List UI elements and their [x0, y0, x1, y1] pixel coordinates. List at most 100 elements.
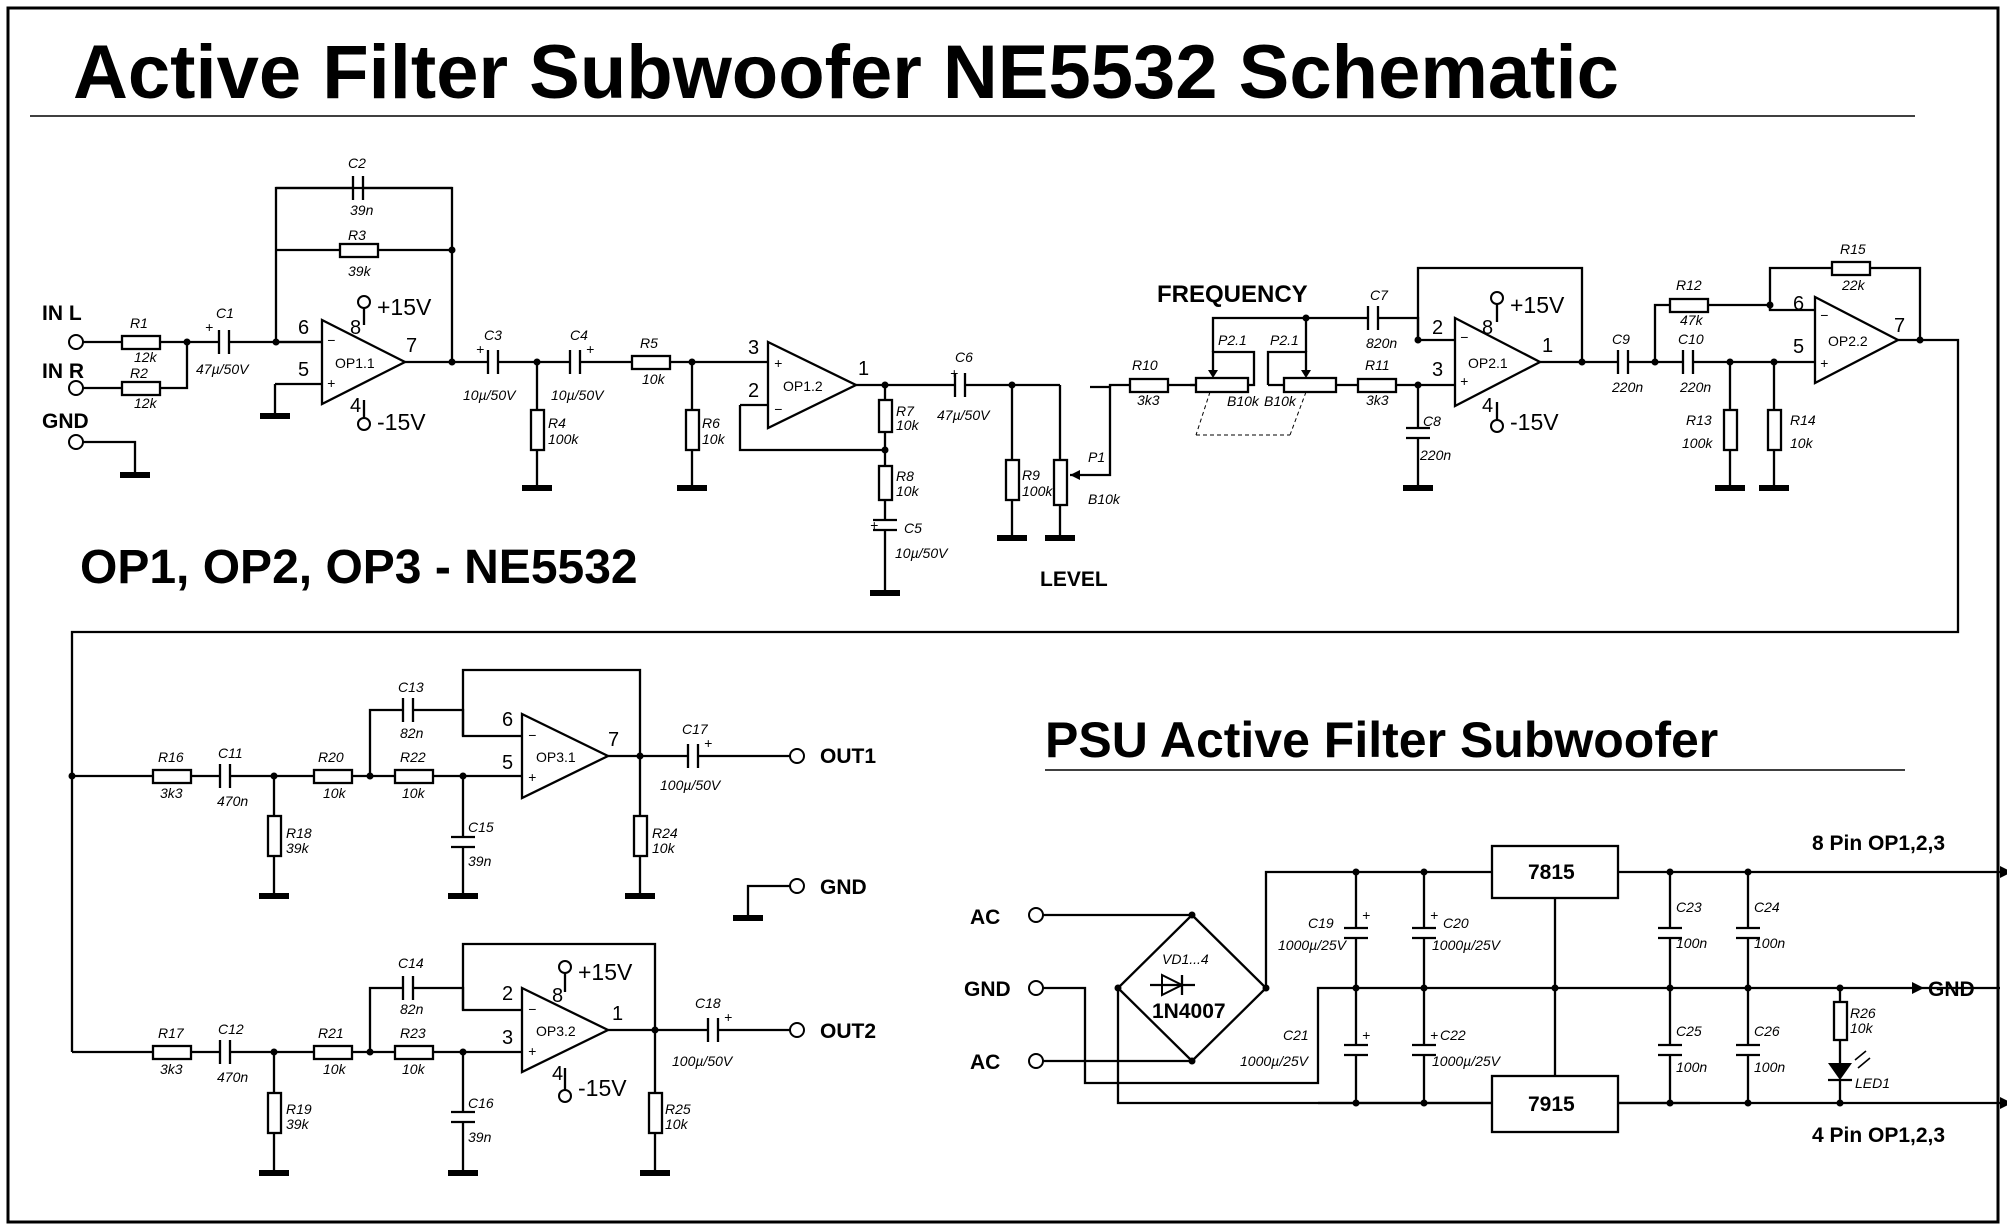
- svg-text:+: +: [586, 341, 594, 357]
- r3: [338, 242, 380, 259]
- svg-text:C8: C8: [1423, 413, 1441, 429]
- svg-text:39n: 39n: [468, 1129, 492, 1145]
- svg-text:5: 5: [1793, 336, 1804, 358]
- r7: [877, 398, 894, 434]
- svg-text:+: +: [1460, 373, 1468, 389]
- svg-text:+15V: +15V: [377, 294, 432, 320]
- svg-text:VD1...4: VD1...4: [1162, 951, 1209, 967]
- svg-text:3k3: 3k3: [1137, 392, 1160, 408]
- svg-text:+: +: [476, 341, 484, 357]
- svg-text:R17: R17: [158, 1025, 185, 1041]
- svg-text:2: 2: [502, 983, 513, 1005]
- frame: [6, 6, 2000, 1224]
- svg-text:100µ/50V: 100µ/50V: [672, 1053, 734, 1069]
- svg-text:C6: C6: [955, 349, 973, 365]
- svg-text:10k: 10k: [896, 417, 920, 433]
- svg-text:+15V: +15V: [578, 959, 633, 985]
- svg-text:LED1: LED1: [1855, 1075, 1890, 1091]
- svg-text:+: +: [528, 769, 536, 785]
- svg-text:100n: 100n: [1676, 1059, 1707, 1075]
- op2-1: [1453, 316, 1543, 408]
- svg-text:R3: R3: [348, 227, 366, 243]
- svg-text:1000µ/25V: 1000µ/25V: [1240, 1053, 1310, 1069]
- level-label: LEVEL: [1040, 568, 1108, 591]
- svg-text:C9: C9: [1612, 331, 1630, 347]
- svg-text:R6: R6: [702, 415, 720, 431]
- svg-text:C3: C3: [484, 327, 502, 343]
- svg-text:R8: R8: [896, 468, 914, 484]
- svg-text:10k: 10k: [402, 785, 426, 801]
- pin4-label: 4 Pin OP1,2,3: [1812, 1124, 1945, 1147]
- svg-text:R16: R16: [158, 749, 184, 765]
- gnd-label-in: GND: [42, 410, 89, 433]
- svg-text:1: 1: [1542, 335, 1553, 357]
- svg-text:+: +: [870, 517, 878, 533]
- r6: [684, 408, 701, 452]
- svg-text:6: 6: [1793, 293, 1804, 315]
- reg-7915: [1490, 1074, 1620, 1134]
- svg-text:C24: C24: [1754, 899, 1780, 915]
- svg-text:10µ/50V: 10µ/50V: [551, 387, 605, 403]
- svg-text:R21: R21: [318, 1025, 344, 1041]
- ac-label-2: AC: [970, 1051, 1000, 1074]
- svg-text:C4: C4: [570, 327, 588, 343]
- svg-text:8: 8: [1482, 317, 1493, 339]
- svg-text:−: −: [1820, 307, 1828, 323]
- opamp-note: OP1, OP2, OP3 - NE5532: [80, 541, 638, 594]
- svg-text:100k: 100k: [548, 431, 579, 447]
- svg-text:R22: R22: [400, 749, 426, 765]
- svg-text:470n: 470n: [217, 793, 248, 809]
- svg-text:R19: R19: [286, 1101, 312, 1117]
- in-l-label: IN L: [42, 302, 82, 325]
- svg-text:R1: R1: [130, 315, 148, 331]
- psu-title: PSU Active Filter Subwoofer: [1045, 712, 1718, 768]
- r20: [312, 768, 354, 785]
- output-stage: R16 3k3 C11 470n R18 39k R20 10k C13 82n…: [68, 668, 876, 1176]
- svg-text:7: 7: [406, 335, 417, 357]
- svg-text:−: −: [528, 727, 536, 743]
- svg-text:B10k: B10k: [1227, 393, 1260, 409]
- svg-text:4: 4: [1482, 395, 1493, 417]
- r26: [1832, 1000, 1849, 1042]
- svg-text:C10: C10: [1678, 331, 1704, 347]
- svg-text:12k: 12k: [134, 395, 158, 411]
- svg-text:R4: R4: [548, 415, 566, 431]
- svg-text:39k: 39k: [286, 1116, 310, 1132]
- svg-text:8: 8: [552, 985, 563, 1007]
- op1-2: [766, 340, 859, 430]
- r23: [393, 1044, 435, 1061]
- r15: [1830, 260, 1872, 277]
- svg-text:7815: 7815: [1528, 861, 1575, 884]
- svg-text:82n: 82n: [400, 1001, 424, 1017]
- svg-text:100k: 100k: [1022, 483, 1053, 499]
- svg-text:7: 7: [1894, 315, 1905, 337]
- svg-text:C14: C14: [398, 955, 424, 971]
- svg-text:R15: R15: [1840, 241, 1866, 257]
- svg-text:C26: C26: [1754, 1023, 1780, 1039]
- svg-text:R12: R12: [1676, 277, 1702, 293]
- svg-text:820n: 820n: [1366, 335, 1397, 351]
- svg-text:7: 7: [608, 729, 619, 751]
- svg-text:C11: C11: [218, 745, 243, 761]
- svg-text:+: +: [950, 365, 958, 381]
- svg-text:R7: R7: [896, 403, 915, 419]
- svg-text:22k: 22k: [1841, 277, 1866, 293]
- svg-text:C19: C19: [1308, 915, 1334, 931]
- svg-text:7915: 7915: [1528, 1093, 1575, 1116]
- svg-text:OP1.2: OP1.2: [783, 378, 823, 394]
- svg-text:C25: C25: [1676, 1023, 1702, 1039]
- svg-text:3: 3: [748, 337, 759, 359]
- svg-text:10µ/50V: 10µ/50V: [895, 545, 949, 561]
- svg-text:C1: C1: [216, 305, 234, 321]
- r21: [312, 1044, 354, 1061]
- svg-text:OP3.2: OP3.2: [536, 1023, 576, 1039]
- svg-text:-15V: -15V: [578, 1075, 627, 1101]
- svg-text:10k: 10k: [1850, 1020, 1874, 1036]
- reg-7815: [1490, 844, 1620, 900]
- svg-text:OP2.1: OP2.1: [1468, 355, 1508, 371]
- svg-text:5: 5: [298, 359, 309, 381]
- svg-text:R25: R25: [665, 1101, 691, 1117]
- r25: [647, 1091, 664, 1135]
- r5: [630, 354, 672, 371]
